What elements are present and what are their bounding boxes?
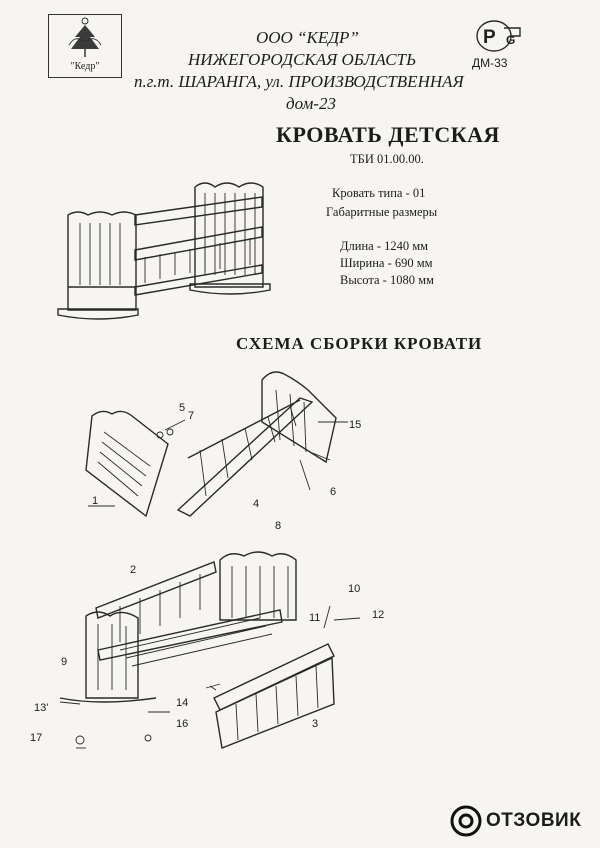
svg-text:P: P (483, 27, 496, 48)
part-label-14: 14 (176, 697, 189, 709)
product-code: ТБИ 01.00.00. (350, 152, 424, 166)
assembly-title: СХЕМА СБОРКИ КРОВАТИ (236, 334, 483, 353)
company-address-1: п.г.т. ШАРАНГА, ул. ПРОИЗВОДСТВЕННАЯ (134, 72, 464, 91)
part-label-6: 6 (330, 486, 337, 498)
assembly-diagram (59, 371, 361, 749)
company-region: НИЖЕГОРОДСКАЯ ОБЛАСТЬ (188, 50, 417, 69)
part-label-10: 10 (348, 583, 361, 595)
cedar-tree-icon (68, 17, 102, 57)
dimension-length: Длина - 1240 мм (340, 239, 429, 253)
product-type: Кровать типа - 01 (332, 186, 426, 200)
part-label-11: 11 (309, 612, 321, 624)
part-label-17: 17 (30, 732, 43, 744)
part-label-8: 8 (275, 520, 282, 532)
part-label-2: 2 (130, 564, 137, 576)
logo-text: "Кедр" (70, 61, 100, 72)
part-1-drawing (85, 410, 169, 518)
part-label-4: 4 (253, 498, 260, 510)
part-label-9: 9 (61, 656, 68, 668)
part-label-5: 5 (179, 402, 186, 414)
dimension-width: Ширина - 690 мм (340, 256, 433, 270)
certification-icon: P G (476, 20, 521, 52)
part-3-drawing (205, 605, 361, 749)
part-label-16: 16 (176, 718, 189, 730)
company-name: ООО “КЕДР” (256, 28, 359, 47)
dimension-height: Высота - 1080 мм (340, 273, 434, 287)
product-title: КРОВАТЬ ДЕТСКАЯ (276, 122, 500, 147)
part-label-13: 13' (34, 702, 49, 714)
part-label-7: 7 (188, 410, 195, 422)
otzovik-logo-icon (450, 805, 482, 837)
watermark-text: ОТЗОВИК (486, 810, 582, 831)
company-logo: "Кедр" (48, 14, 122, 78)
svg-text:G: G (506, 33, 515, 47)
part-label-3: 3 (312, 718, 319, 730)
assembled-crib-drawing (59, 551, 297, 703)
part-4-drawing (176, 397, 314, 517)
part-15-drawing (261, 371, 348, 491)
watermark: ОТЗОВИК (450, 804, 581, 838)
company-address-2: дом-23 (286, 94, 336, 113)
part-label-1: 1 (92, 495, 99, 507)
certification-label: ДМ-33 (472, 56, 508, 70)
part-label-12: 12 (372, 609, 385, 621)
crib-overview-illustration (57, 182, 271, 320)
part-label-15: 15 (349, 419, 362, 431)
dimensions-heading: Габаритные размеры (326, 205, 438, 219)
certification-mark: P G ДМ-33 (470, 18, 528, 70)
